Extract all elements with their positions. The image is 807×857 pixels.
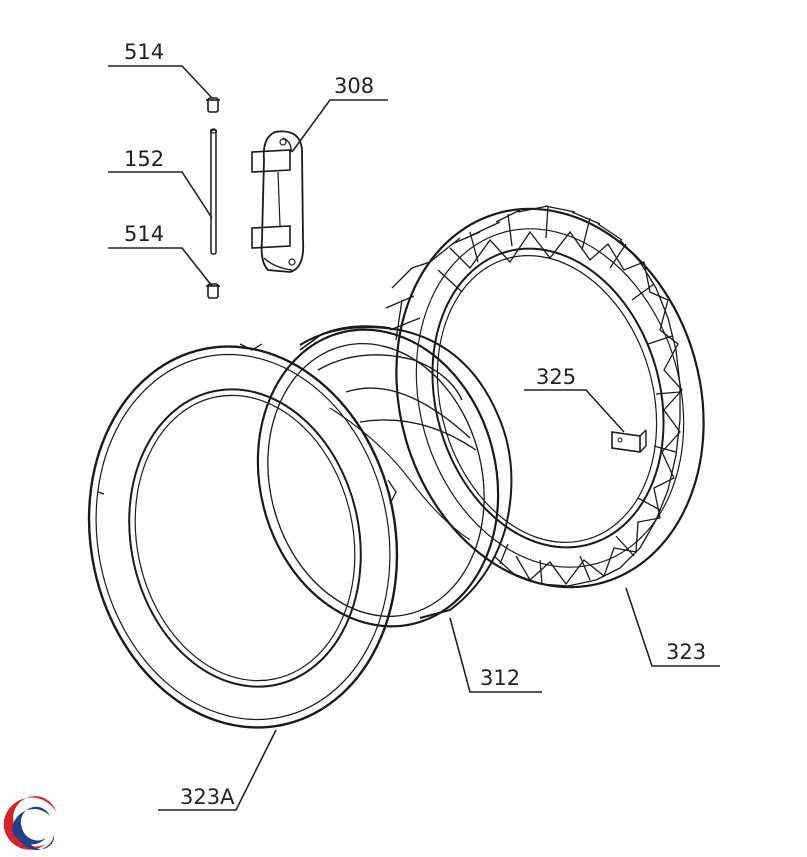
label-514-bottom: 514 xyxy=(124,222,164,246)
label-152: 152 xyxy=(124,147,164,171)
label-308: 308 xyxy=(334,74,374,98)
part-514-top-clip[interactable] xyxy=(206,97,220,113)
label-325: 325 xyxy=(536,365,576,389)
label-323: 323 xyxy=(666,640,706,664)
part-323A-outer-trim-ring[interactable] xyxy=(54,318,431,757)
part-323-inner-trim-ring[interactable] xyxy=(353,172,747,624)
part-308-hinge[interactable] xyxy=(251,130,305,273)
part-514-bottom-clip[interactable] xyxy=(206,283,220,299)
part-325-catch-plate[interactable] xyxy=(611,429,647,453)
part-312-door-glass[interactable] xyxy=(227,304,529,652)
label-323A: 323A xyxy=(180,785,235,809)
leader-lines xyxy=(108,65,720,811)
brand-swirl-logo-icon xyxy=(3,796,56,850)
label-514-top: 514 xyxy=(124,40,164,64)
label-312: 312 xyxy=(480,666,520,690)
part-152-hinge-pin[interactable] xyxy=(209,128,218,255)
